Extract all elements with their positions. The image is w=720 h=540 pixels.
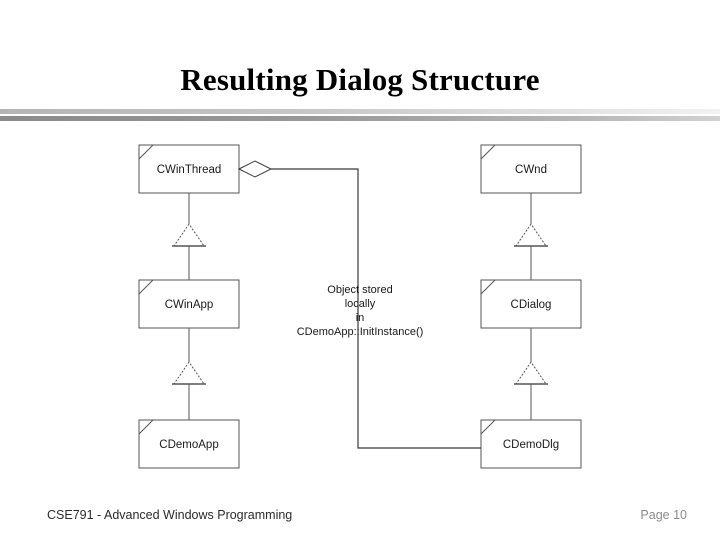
inheritance-triangle-icon [173, 361, 205, 385]
class-box-cwinthread[interactable]: CWinThread [138, 144, 240, 194]
corner-fold-icon [138, 419, 154, 435]
class-label: CDemoApp [159, 439, 218, 451]
title-divider-gap [0, 114, 720, 116]
inheritance-triangle-icon [515, 361, 547, 385]
corner-fold-icon [480, 419, 496, 435]
class-box-cwnd[interactable]: CWnd [480, 144, 582, 194]
aggregation-diamond-icon [237, 160, 273, 178]
class-box-cdemodlg[interactable]: CDemoDlg [480, 419, 582, 469]
corner-fold-icon [480, 144, 496, 160]
class-label: CDialog [511, 299, 552, 311]
corner-fold-icon [480, 279, 496, 295]
generalization-cdemoapp-to-cwinapp [172, 328, 206, 420]
title-divider-light [0, 109, 720, 114]
class-label: CWinThread [157, 164, 222, 176]
title-divider-base [0, 121, 720, 122]
generalization-cdialog-to-cwnd [514, 193, 548, 280]
inheritance-triangle-icon [515, 223, 547, 247]
corner-fold-icon [138, 144, 154, 160]
page-title: Resulting Dialog Structure [180, 62, 540, 97]
class-box-cwinapp[interactable]: CWinApp [138, 279, 240, 329]
class-label: CWnd [515, 164, 547, 176]
class-box-cdemoapp[interactable]: CDemoApp [138, 419, 240, 469]
uml-class-diagram: CWinThread CWinApp [0, 128, 720, 488]
note-line: CDemoApp::InitInstance() [297, 326, 424, 338]
annotation-note: Object stored locally in CDemoApp::InitI… [297, 284, 424, 338]
class-label: CDemoDlg [503, 439, 559, 451]
note-line: in [356, 312, 365, 324]
footer-page-number: Page 10 [640, 508, 687, 522]
title-divider-dark [0, 116, 720, 121]
aggregation-cwinthread-to-cdemodlg [237, 160, 481, 449]
generalization-cdemodlg-to-cdialog [514, 328, 548, 420]
corner-fold-icon [138, 279, 154, 295]
class-label: CWinApp [165, 299, 214, 311]
note-line: locally [345, 298, 376, 310]
generalization-cwinapp-to-cwinthread [172, 193, 206, 280]
note-line: Object stored [327, 284, 392, 296]
inheritance-triangle-icon [173, 223, 205, 247]
footer-course-text: CSE791 - Advanced Windows Programming [47, 508, 293, 522]
class-box-cdialog[interactable]: CDialog [480, 279, 582, 329]
